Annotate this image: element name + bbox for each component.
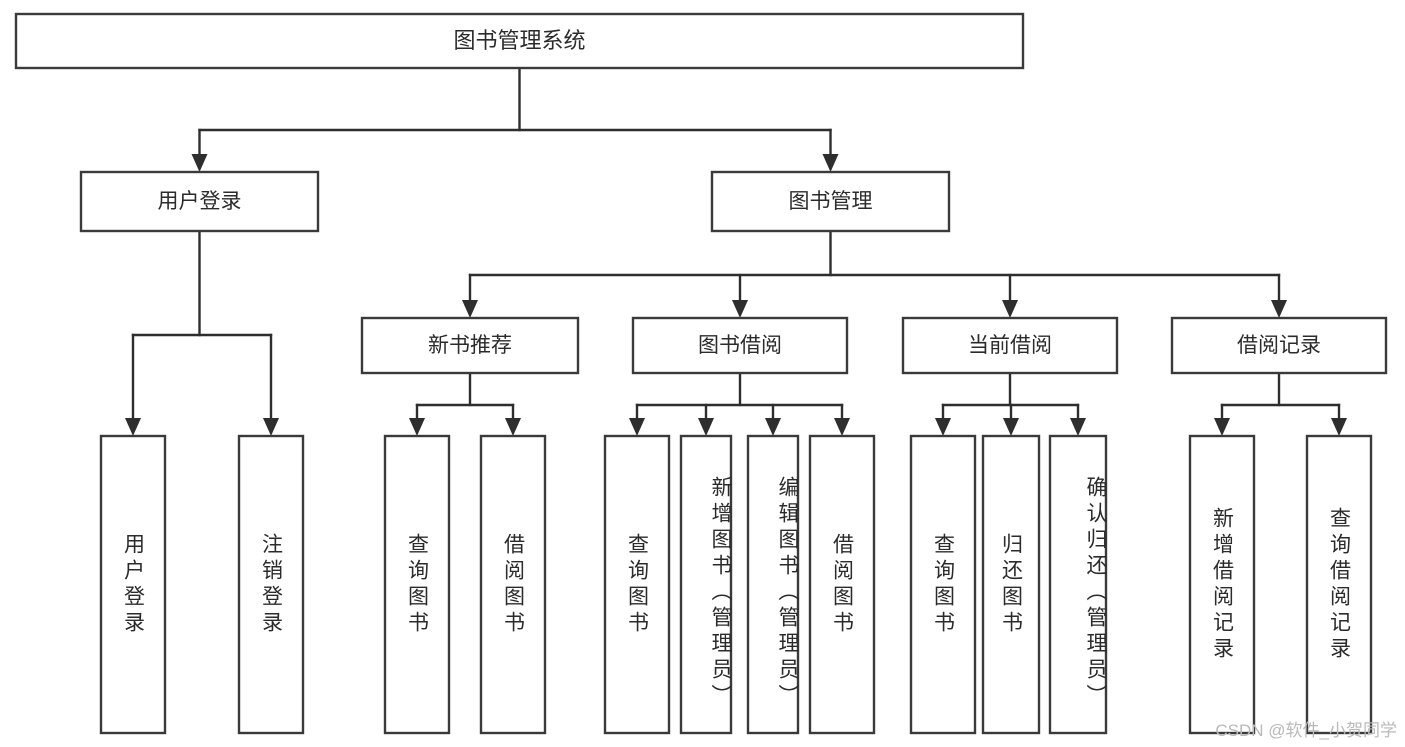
node-box-layer: [14, 12, 1388, 735]
node-box-new_book_rec[interactable]: [360, 316, 580, 375]
node-label-current_borrow: 当前借阅: [968, 334, 1052, 357]
node-label-book_manage: 图书管理: [789, 190, 873, 213]
connector-layer: [125, 66, 1347, 436]
node-box-leaf_login[interactable]: [99, 434, 167, 735]
arrow-head-icon: [1070, 418, 1086, 436]
arrow-head-icon: [125, 418, 141, 436]
arrow-head-icon: [732, 300, 748, 318]
arrow-head-icon: [191, 154, 208, 172]
node-label-root: 图书管理系统: [453, 28, 585, 53]
node-box-root[interactable]: [14, 12, 1025, 70]
node-box-book_borrow[interactable]: [631, 316, 849, 375]
node-box-leaf_query_1[interactable]: [383, 434, 451, 735]
arrow-head-icon: [462, 300, 478, 318]
arrow-head-icon: [822, 154, 839, 172]
node-box-leaf_query_3[interactable]: [909, 434, 977, 735]
node-box-leaf_add_book[interactable]: [679, 434, 733, 735]
node-box-leaf_confirm[interactable]: [1048, 434, 1108, 735]
arrow-head-icon: [505, 418, 521, 436]
node-box-leaf_borrow_2[interactable]: [808, 434, 876, 735]
node-box-leaf_borrow_1[interactable]: [479, 434, 547, 735]
arrow-head-icon: [1002, 300, 1018, 318]
arrow-head-icon: [834, 418, 850, 436]
node-label-user_login: 用户登录: [158, 190, 242, 213]
node-box-leaf_add_rec[interactable]: [1188, 434, 1256, 735]
node-box-leaf_query_rec[interactable]: [1305, 434, 1373, 735]
node-box-book_manage[interactable]: [710, 170, 951, 233]
arrow-head-icon: [1331, 418, 1347, 436]
node-label-borrow_record: 借阅记录: [1237, 334, 1321, 357]
arrow-head-icon: [409, 418, 425, 436]
arrow-head-icon: [935, 418, 951, 436]
arrow-head-icon: [1003, 418, 1019, 436]
node-box-leaf_return[interactable]: [981, 434, 1041, 735]
arrow-head-icon: [1214, 418, 1230, 436]
arrow-head-icon: [263, 418, 279, 436]
node-box-user_login[interactable]: [79, 170, 320, 233]
node-box-borrow_record[interactable]: [1170, 316, 1388, 375]
node-label-book_borrow: 图书借阅: [698, 334, 782, 357]
node-box-leaf_edit_book[interactable]: [746, 434, 800, 735]
arrow-head-icon: [1271, 300, 1287, 318]
node-label-new_book_rec: 新书推荐: [428, 334, 512, 357]
node-box-leaf_logout[interactable]: [237, 434, 305, 735]
arrow-head-icon: [698, 418, 714, 436]
watermark-text: CSDN @软件_小贺同学: [1215, 721, 1397, 740]
node-box-current_borrow[interactable]: [901, 316, 1119, 375]
arrow-head-icon: [629, 418, 645, 436]
node-box-leaf_query_2[interactable]: [603, 434, 671, 735]
arrow-head-icon: [765, 418, 781, 436]
